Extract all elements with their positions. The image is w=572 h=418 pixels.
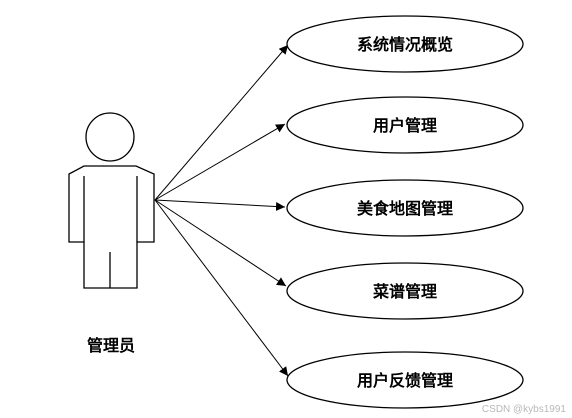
use-case-label: 系统情况概览 — [357, 35, 453, 54]
use-case-label: 美食地图管理 — [357, 199, 453, 218]
association-arrow-user-management — [154, 123, 286, 201]
use-case-recipe-management — [286, 262, 524, 320]
watermark: CSDN @kybs1991 — [482, 404, 567, 415]
actor-head — [85, 112, 135, 162]
use-case-label: 用户反馈管理 — [357, 371, 453, 390]
use-case-overview — [286, 15, 524, 73]
association-arrow-recipe-management — [154, 199, 287, 287]
actor-label: 管理员 — [87, 336, 135, 355]
association-arrow-overview — [154, 44, 289, 201]
actor-body — [68, 165, 155, 289]
use-case-list — [286, 15, 524, 409]
association-arrow-food-map-management — [154, 199, 286, 212]
associations — [154, 44, 289, 377]
use-case-label: 菜谱管理 — [372, 282, 437, 301]
use-case-feedback-management — [286, 351, 524, 409]
use-case-label: 用户管理 — [373, 116, 437, 135]
actor-figure — [68, 112, 155, 289]
association-arrow-feedback-management — [154, 199, 289, 377]
use-case-user-management — [286, 96, 524, 154]
use-case-food-map-management — [286, 179, 524, 237]
